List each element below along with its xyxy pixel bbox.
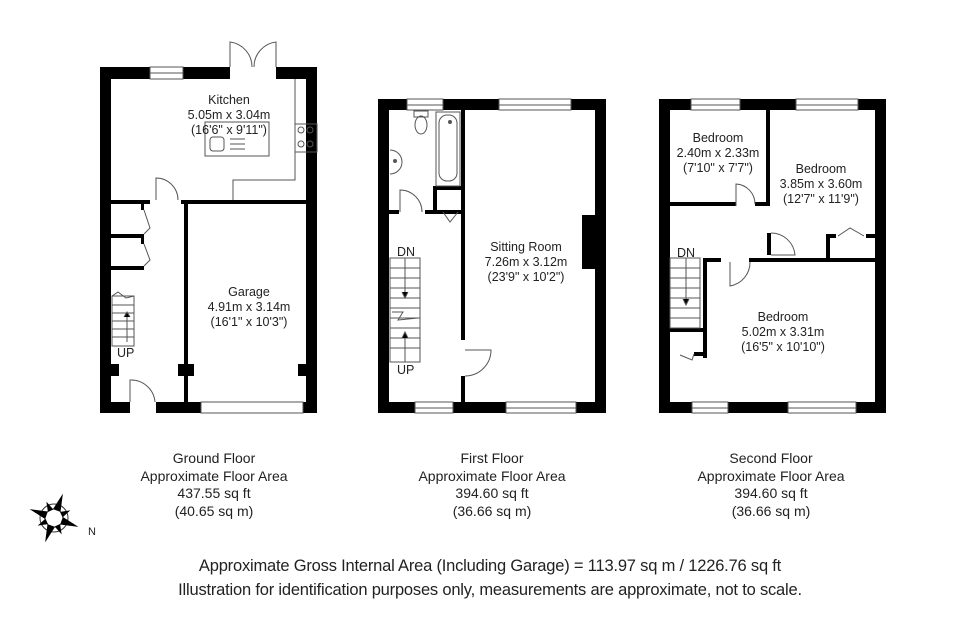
floor-name: Ground Floor (172, 450, 256, 466)
compass-north-label: N (88, 526, 96, 538)
room-name: Bedroom (692, 131, 744, 145)
floor-area-label: Approximate Floor Area (418, 467, 566, 484)
room-imperial: (16'5" x 10'10") (741, 340, 825, 354)
stair-label-dn: DN (397, 245, 416, 259)
floor-area-sqm: (40.65 sq m) (174, 502, 254, 519)
floor-area-sqft: 394.60 sq ft (455, 485, 529, 501)
floor-area-sqft: 437.55 sq ft (177, 485, 251, 501)
room-imperial: (7'10" x 7'7") (683, 161, 753, 175)
room-name: Garage (228, 285, 270, 299)
room-imperial: (12'7" x 11'9") (783, 192, 859, 206)
stair-label-up: UP (397, 363, 415, 377)
second-floor-fixtures (669, 98, 865, 414)
room-metric: 7.26m x 3.12m (484, 255, 568, 269)
floor-name: Second Floor (729, 450, 813, 466)
floor-area-label: Approximate Floor Area (697, 467, 845, 484)
gross-area-note: Approximate Gross Internal Area (Includi… (198, 557, 782, 575)
floor-name: First Floor (460, 450, 524, 466)
room-metric: 4.91m x 3.14m (207, 300, 291, 314)
compass-rose-icon (29, 493, 79, 543)
room-metric: 5.02m x 3.31m (741, 325, 825, 339)
room-label-bedroom-2: Bedroom 3.85m x 3.60m (12'7" x 11'9") (780, 162, 863, 207)
first-floor-fixtures (389, 98, 577, 414)
floor-area-label: Approximate Floor Area (140, 467, 288, 484)
floor-caption-first: First Floor Approximate Floor Area 394.6… (418, 450, 565, 520)
room-label-bedroom-3: Bedroom 5.02m x 3.31m (16'5" x 10'10") (741, 310, 825, 355)
second-floor-plan (659, 99, 886, 413)
room-name: Sitting Room (490, 240, 562, 254)
floor-area-sqm: (36.66 sq m) (452, 502, 532, 519)
room-metric: 3.85m x 3.60m (779, 177, 863, 191)
room-imperial: (16'6" x 9'11") (191, 123, 267, 137)
stair-label-dn: DN (677, 246, 696, 260)
floor-caption-ground: Ground Floor Approximate Floor Area 437.… (140, 450, 287, 520)
floor-caption-second: Second Floor Approximate Floor Area 394.… (697, 450, 844, 520)
ground-floor-plan (100, 67, 317, 413)
stair-label-up: UP (117, 346, 135, 360)
room-imperial: (23'9" x 10'2") (487, 270, 565, 284)
floor-area-sqm: (36.66 sq m) (731, 502, 811, 519)
room-label-bedroom-1: Bedroom 2.40m x 2.33m (7'10" x 7'7") (677, 131, 760, 176)
room-name: Bedroom (757, 310, 809, 324)
room-label-garage: Garage 4.91m x 3.14m (16'1" x 10'3") (208, 285, 291, 330)
room-name: Kitchen (208, 93, 250, 107)
room-label-sitting-room: Sitting Room 7.26m x 3.12m (23'9" x 10'2… (485, 240, 568, 285)
disclaimer-note: Illustration for identification purposes… (178, 581, 802, 599)
room-metric: 2.40m x 2.33m (676, 146, 760, 160)
ground-floor-fixtures (111, 41, 318, 414)
room-metric: 5.05m x 3.04m (187, 108, 271, 122)
room-label-kitchen: Kitchen 5.05m x 3.04m (16'6" x 9'11") (188, 93, 271, 138)
floor-area-sqft: 394.60 sq ft (734, 485, 808, 501)
room-name: Bedroom (795, 162, 847, 176)
room-imperial: (16'1" x 10'3") (210, 315, 288, 329)
